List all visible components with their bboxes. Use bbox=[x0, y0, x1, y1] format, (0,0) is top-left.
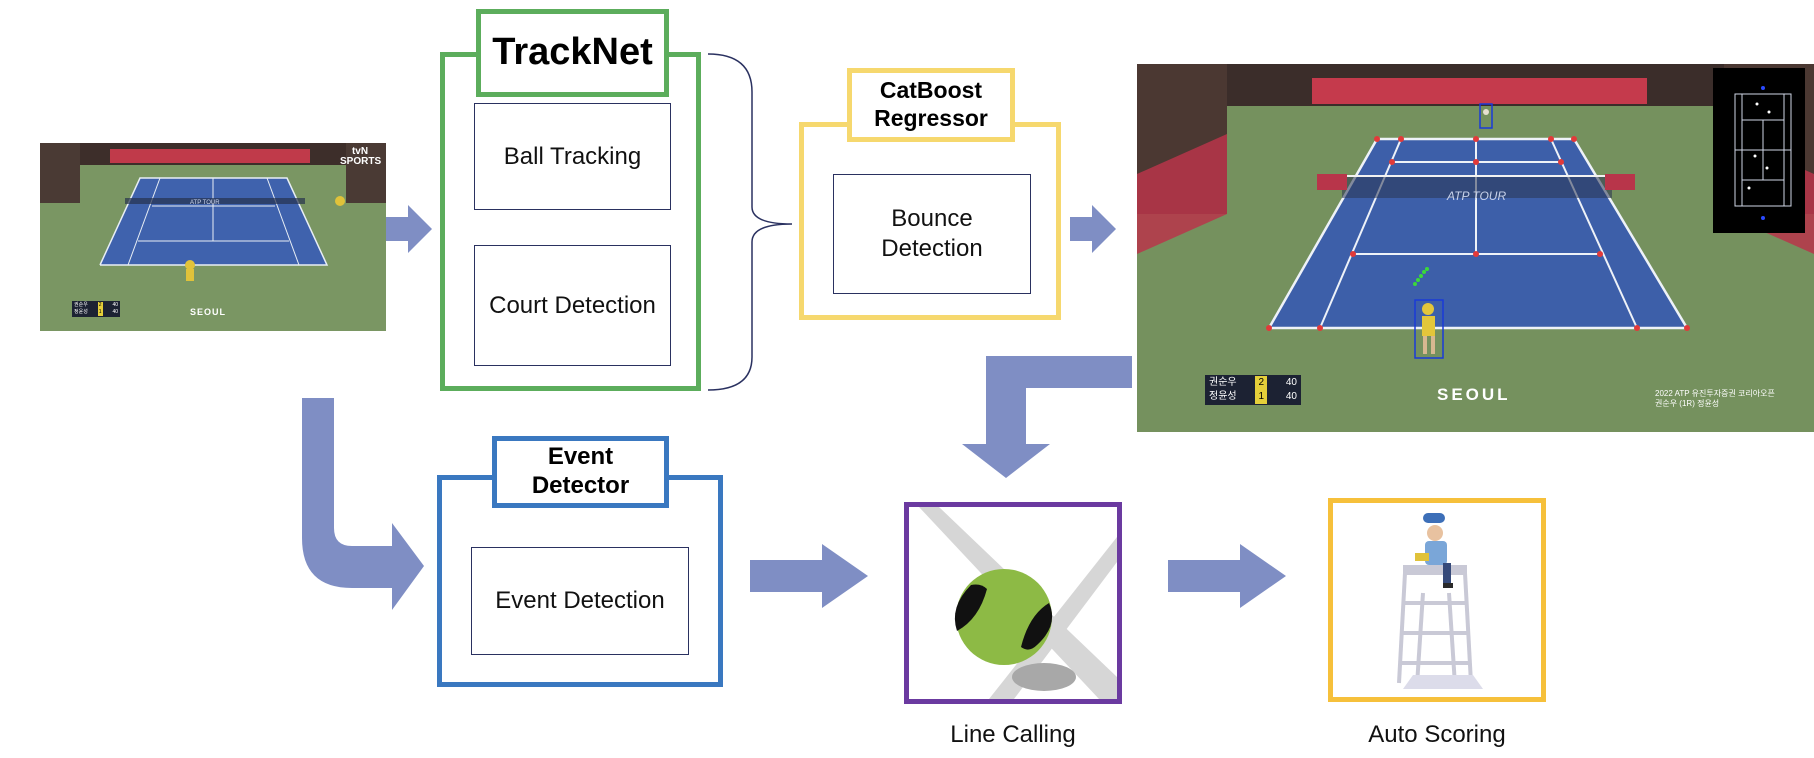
bounce-detection-line1: Bounce bbox=[891, 205, 973, 232]
venue-label: SEOUL bbox=[1437, 385, 1511, 404]
umpire-chair-icon bbox=[1397, 513, 1483, 689]
output-video-frame: ATP TOUR SEOUL 2022 ATP 유진투자증권 코리아오픈 권순우… bbox=[1137, 64, 1814, 432]
scoreboard: 권순우 2 40 정윤성 1 40 bbox=[1205, 375, 1301, 405]
event-detection-box: Event Detection bbox=[471, 547, 689, 655]
arrow-input-to-event-detector bbox=[302, 398, 424, 610]
input-court-image bbox=[40, 143, 386, 281]
player-name: 정윤성 bbox=[74, 309, 88, 315]
line-calling-module bbox=[904, 502, 1122, 704]
set-score: 2 bbox=[1255, 376, 1268, 390]
game-score: 40 bbox=[112, 309, 118, 315]
event-detector-title-line1: Event bbox=[547, 443, 614, 471]
scoreboard: 권순우 2 40 정윤성 1 40 bbox=[72, 301, 120, 317]
set-score: 1 bbox=[97, 309, 103, 316]
score-row: 권순우 2 40 bbox=[74, 302, 118, 309]
catboost-title: CatBoost Regressor bbox=[847, 68, 1015, 142]
venue-label: SEOUL bbox=[190, 307, 227, 317]
game-score: 40 bbox=[1285, 391, 1297, 402]
line-calling-label: Line Calling bbox=[950, 721, 1076, 748]
game-score: 40 bbox=[1285, 377, 1297, 388]
auto-scoring-module bbox=[1328, 498, 1546, 702]
player-name: 권순우 bbox=[1209, 377, 1237, 388]
event-detector-title: Event Detector bbox=[492, 436, 669, 508]
tournament-name: 2022 ATP 유진투자증권 코리아오픈 bbox=[1655, 389, 1775, 398]
court-branding: ATP TOUR bbox=[190, 200, 220, 206]
court-detection-box: Court Detection bbox=[474, 245, 671, 366]
tracknet-title: TrackNet bbox=[476, 9, 669, 97]
score-row: 권순우 2 40 bbox=[1209, 376, 1297, 390]
arrow-line-calling-to-auto-scoring bbox=[1168, 544, 1286, 608]
tournament-footer: 2022 ATP 유진투자증권 코리아오픈 권순우 (1R) 정윤성 bbox=[1655, 389, 1775, 409]
event-detector-title-line2: Detector bbox=[531, 472, 630, 499]
catboost-title-line1: CatBoost bbox=[879, 77, 983, 104]
game-score: 40 bbox=[112, 302, 118, 308]
player-name: 정윤성 bbox=[1209, 391, 1237, 402]
set-score: 2 bbox=[97, 302, 103, 309]
brace-connector bbox=[707, 53, 793, 391]
arrow-bounce-to-output bbox=[1070, 205, 1116, 253]
arrow-output-to-line-calling bbox=[962, 356, 1132, 478]
player-name: 권순우 bbox=[74, 302, 88, 308]
input-video-frame: tvN SPORTS ATP TOUR SEOUL 권순우 2 40 정윤성 1… bbox=[40, 143, 386, 331]
auto-scoring-label: Auto Scoring bbox=[1368, 721, 1506, 748]
arrow-event-to-line-calling bbox=[750, 544, 868, 608]
score-row: 정윤성 1 40 bbox=[74, 309, 118, 316]
arrow-input-to-tracknet bbox=[386, 205, 432, 253]
bounce-detection-box: Bounce Detection bbox=[833, 174, 1031, 294]
set-score: 1 bbox=[1255, 390, 1268, 404]
broadcaster-logo: tvN SPORTS bbox=[340, 146, 382, 167]
match-name: 권순우 (1R) 정윤성 bbox=[1655, 399, 1720, 408]
tennis-ball-line-icon bbox=[919, 507, 1117, 699]
catboost-title-line2: Regressor bbox=[874, 105, 988, 131]
score-row: 정윤성 1 40 bbox=[1209, 390, 1297, 404]
output-court-image bbox=[1137, 64, 1814, 359]
court-branding: ATP TOUR bbox=[1447, 189, 1507, 203]
bounce-detection-line2: Detection bbox=[881, 235, 983, 262]
ball-tracking-box: Ball Tracking bbox=[474, 103, 671, 210]
